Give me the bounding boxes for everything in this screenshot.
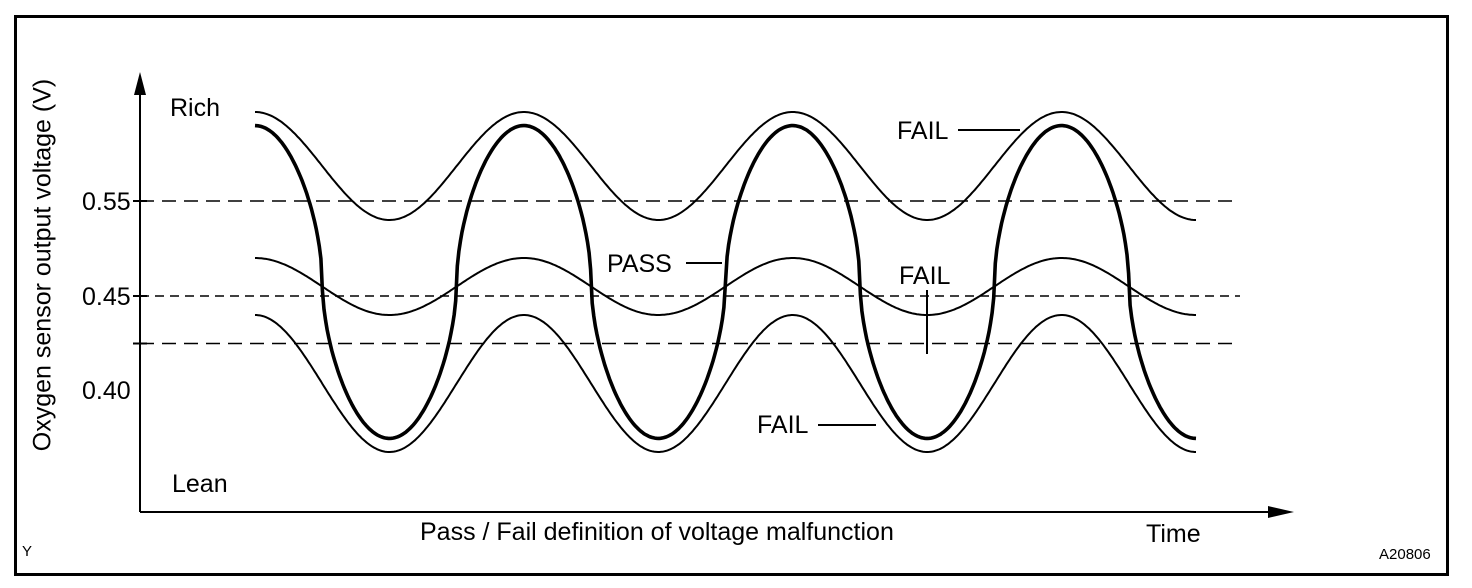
y-axis-arrow [134, 72, 146, 95]
curves [254, 111, 1197, 453]
label-leader-lines [686, 129, 1020, 426]
y-tick-label-0.40: 0.40 [82, 377, 131, 405]
y-label-lean: Lean [172, 470, 228, 498]
y-tick-label-0.55: 0.55 [82, 188, 131, 216]
y-axis-label: Oxygen sensor output voltage (V) [28, 78, 57, 452]
series-label-fail-high: FAIL [897, 117, 949, 145]
y-label-rich: Rich [170, 94, 221, 122]
x-axis-arrow [1268, 506, 1294, 518]
figure-frame [14, 15, 1449, 576]
corner-letter: Y [22, 543, 33, 560]
chart-caption: Pass / Fail definition of voltage malfun… [420, 518, 894, 546]
y-tick-label-0.45: 0.45 [82, 283, 131, 311]
curve-fail-fail_low [255, 314, 1196, 453]
curve-fail-fail_high [255, 111, 1196, 221]
axes [134, 72, 1294, 518]
series-label-fail-mid: FAIL [899, 262, 951, 290]
x-axis-label: Time [1146, 520, 1201, 548]
series-label-pass: PASS [607, 250, 672, 278]
figure-code: A20806 [1379, 546, 1431, 563]
series-label-fail-low: FAIL [757, 411, 809, 439]
curve-pass-pass [254, 123, 1197, 441]
